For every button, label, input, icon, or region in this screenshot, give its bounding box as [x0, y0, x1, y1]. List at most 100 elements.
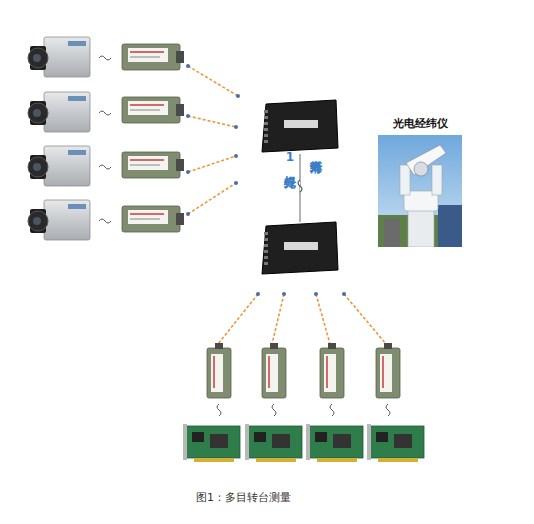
fiber-end: [186, 212, 190, 216]
chip: [315, 432, 327, 442]
wire-symbol: [99, 219, 111, 223]
optical-fiber: [188, 116, 236, 127]
connector: [176, 104, 184, 116]
telescope: [406, 145, 446, 175]
photo-sky: [378, 135, 462, 247]
label-text-line: [130, 57, 160, 58]
device-label: [266, 354, 278, 392]
fiber-end: [256, 292, 260, 296]
port: [264, 140, 268, 143]
fiber-end: [186, 64, 190, 68]
device-label: [128, 101, 168, 115]
device-label: [128, 156, 168, 170]
capture-card: [186, 426, 240, 458]
elevation-axis: [414, 162, 428, 176]
label-stripe: [130, 213, 164, 215]
optical-fiber: [272, 294, 284, 344]
label-stripe: [268, 356, 270, 388]
port: [264, 262, 268, 265]
camera-badge: [68, 96, 86, 101]
chip: [254, 432, 266, 442]
label-text-line: [130, 110, 160, 111]
fiber-end: [282, 292, 286, 296]
device-label: [380, 354, 392, 392]
camera-lens-ring: [28, 48, 48, 68]
device-label: [284, 120, 318, 128]
port: [264, 250, 268, 253]
wire-symbol: [99, 165, 111, 169]
card-edge-connector: [256, 458, 296, 462]
wire-symbol: [217, 404, 221, 416]
optical-fiber: [188, 156, 236, 172]
optical-fiber: [344, 294, 386, 344]
card-edge-connector: [194, 458, 234, 462]
connector: [270, 343, 278, 349]
wire-symbol: [99, 56, 111, 60]
fiber-receiver: [320, 348, 344, 398]
card-bracket: [245, 424, 249, 460]
device-label: [128, 210, 168, 224]
label-text-line: [130, 165, 160, 166]
connector: [328, 343, 336, 349]
connector: [176, 51, 184, 63]
camera-glass: [33, 163, 41, 171]
label-stripe: [326, 356, 328, 388]
fiber-receiver: [376, 348, 400, 398]
camera-badge: [68, 204, 86, 209]
optical-fiber: [316, 294, 330, 344]
port: [264, 238, 268, 241]
multiplexer: [262, 100, 338, 152]
fiber-label: 1根光纤: [283, 150, 297, 168]
wire-symbol: [298, 180, 302, 192]
chip: [333, 434, 351, 448]
camera-badge: [68, 150, 86, 155]
card-bracket: [183, 424, 187, 460]
connector: [384, 343, 392, 349]
port: [264, 134, 268, 137]
chip: [376, 432, 388, 442]
theodolite-fork: [400, 165, 410, 195]
port: [264, 128, 268, 131]
multiplexer: [262, 222, 338, 274]
chip: [272, 434, 290, 448]
port: [264, 110, 268, 113]
port: [264, 232, 268, 235]
fiber-receiver: [262, 348, 286, 398]
capture-card: [370, 426, 424, 458]
camera-body: [44, 92, 90, 132]
connector: [176, 213, 184, 225]
port: [264, 256, 268, 259]
label-text-line: [130, 219, 160, 220]
camera-body: [44, 146, 90, 186]
fiber-transmitter: [122, 44, 180, 70]
camera-lens-ring: [28, 211, 48, 231]
port: [264, 116, 268, 119]
label-stripe: [382, 356, 384, 388]
label-stripe: [130, 51, 164, 53]
label-stripe: [130, 159, 164, 161]
fiber-end: [314, 292, 318, 296]
camera-lens-ring: [28, 103, 48, 123]
camera-glass: [33, 217, 41, 225]
theodolite-base: [408, 209, 434, 247]
card-bracket: [306, 424, 310, 460]
fiber-end: [234, 154, 238, 158]
camera-body: [44, 200, 90, 240]
fiber-end: [234, 125, 238, 129]
connector: [176, 159, 184, 171]
camera-glass: [33, 109, 41, 117]
device-label: [284, 242, 318, 250]
fiber-end: [186, 170, 190, 174]
port: [264, 244, 268, 247]
wire-symbol: [99, 111, 111, 115]
capture-card: [309, 426, 363, 458]
figure-caption: 图1：多目转台测量: [196, 490, 291, 505]
card-edge-connector: [378, 458, 418, 462]
photo-title: 光电经纬仪: [378, 116, 462, 131]
fiber-label: 光纤滑环: [309, 150, 323, 154]
label-stripe: [130, 104, 164, 106]
camera-lens-ring: [28, 157, 48, 177]
wire-symbol: [330, 404, 334, 416]
